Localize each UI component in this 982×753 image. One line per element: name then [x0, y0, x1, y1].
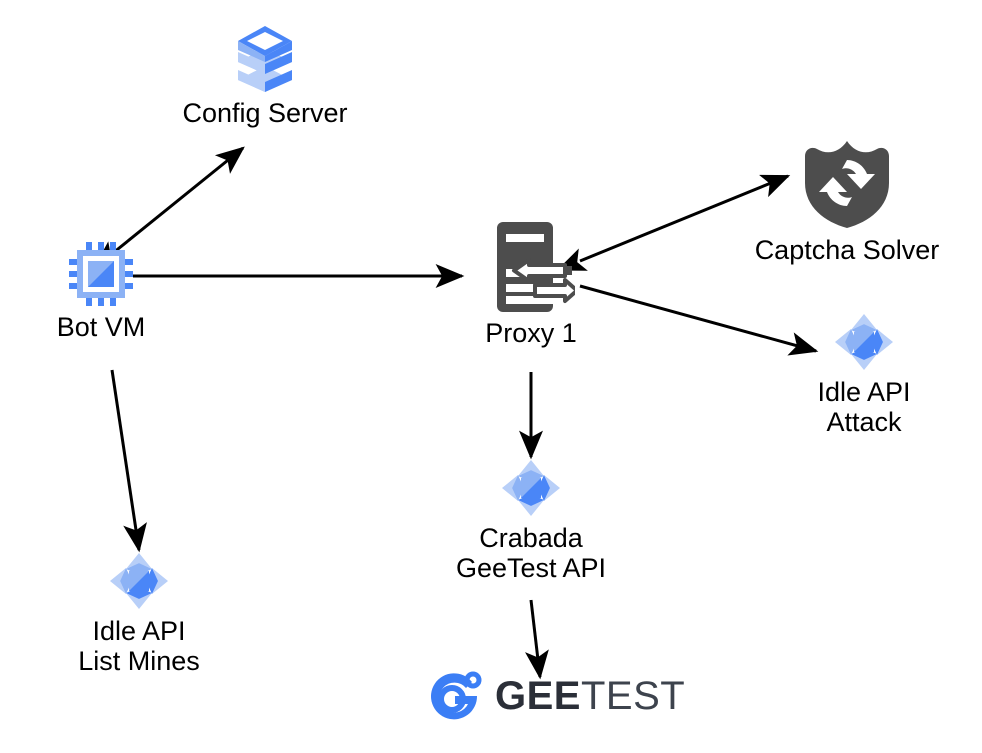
node-idle-api-attack[interactable]: Idle API Attack	[794, 313, 934, 437]
node-bot-vm[interactable]: Bot VM	[31, 242, 171, 342]
geetest-logo-icon	[425, 668, 485, 724]
move-arrows-icon	[501, 459, 561, 517]
node-label-config-server: Config Server	[182, 98, 348, 128]
geetest-wordmark-bold: GEE	[495, 673, 581, 718]
node-label-bot-vm: Bot VM	[56, 312, 146, 342]
edge-crabada-geetest-api-geetest-logo	[525, 599, 549, 680]
cpu-chip-icon	[69, 242, 133, 306]
shield-refresh-icon	[799, 139, 895, 229]
node-captcha-solver[interactable]: Captcha Solver	[743, 139, 951, 265]
node-label-crabada-geetest-api: Crabada GeeTest API	[455, 523, 607, 584]
node-label-idle-api-list-mines: Idle API List Mines	[78, 616, 200, 677]
node-proxy-1[interactable]: Proxy 1	[451, 222, 611, 348]
node-label-idle-api-attack: Idle API Attack	[817, 377, 911, 438]
edge-proxy-1-captcha-solver	[556, 174, 791, 271]
stacked-layers-icon	[234, 26, 296, 92]
edge-proxy-1-idle-api-attack	[579, 284, 819, 356]
node-idle-api-list-mines[interactable]: Idle API List Mines	[59, 552, 219, 676]
geetest-wordmark-light: TEST	[580, 673, 686, 718]
node-crabada-geetest-api[interactable]: Crabada GeeTest API	[441, 459, 621, 583]
geetest-wordmark: GEETEST	[495, 674, 685, 719]
move-arrows-icon	[834, 313, 894, 371]
node-label-captcha-solver: Captcha Solver	[754, 235, 940, 265]
node-label-proxy-1: Proxy 1	[485, 318, 577, 348]
server-tower-icon	[487, 222, 579, 312]
move-arrows-icon	[109, 552, 169, 610]
node-config-server[interactable]: Config Server	[175, 26, 355, 128]
edge-bot-vm-idle-api-list-mines	[110, 369, 147, 553]
node-geetest-logo[interactable]: GEETEST	[425, 668, 685, 724]
edge-bot-vm-config-server	[93, 146, 245, 269]
